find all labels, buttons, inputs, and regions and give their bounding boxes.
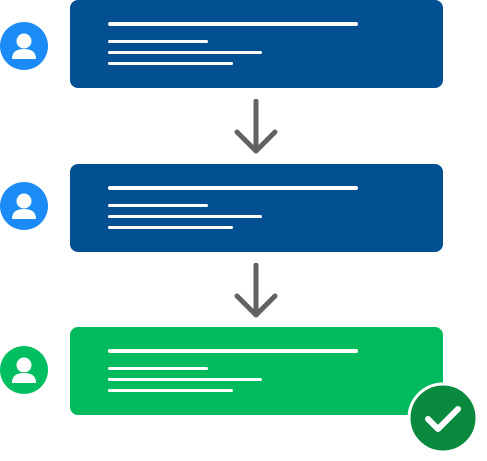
text-line-placeholder	[108, 186, 358, 190]
checkmark-icon	[407, 382, 479, 454]
text-line-placeholder	[108, 349, 358, 353]
text-line-placeholder	[108, 62, 233, 65]
text-line-placeholder	[108, 389, 233, 392]
user-avatar-icon	[0, 346, 48, 394]
arrow-down-icon	[234, 263, 278, 318]
text-line-placeholder	[108, 367, 208, 370]
text-line-placeholder	[108, 204, 208, 207]
step-card-2	[70, 164, 443, 252]
arrow-down-icon	[234, 99, 278, 154]
user-avatar-icon	[0, 182, 48, 230]
text-line-placeholder	[108, 40, 208, 43]
text-line-placeholder	[108, 378, 262, 381]
approved-card	[70, 327, 443, 415]
text-line-placeholder	[108, 215, 262, 218]
user-avatar-icon	[0, 22, 48, 70]
step-card-1	[70, 0, 443, 88]
text-line-placeholder	[108, 22, 358, 26]
text-line-placeholder	[108, 51, 262, 54]
text-line-placeholder	[108, 226, 233, 229]
